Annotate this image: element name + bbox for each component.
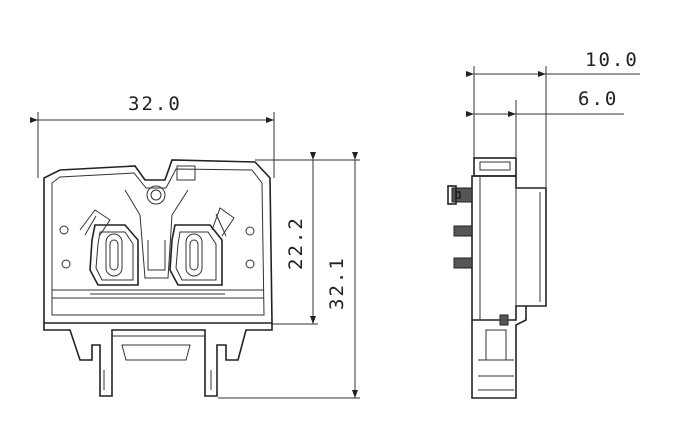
dimension-side-width-inner: 6.0 bbox=[466, 88, 624, 158]
dimension-label-side-width-inner: 6.0 bbox=[578, 88, 618, 110]
front-view bbox=[43, 159, 273, 397]
dimension-label-front-width: 32.0 bbox=[128, 93, 182, 115]
side-view bbox=[447, 157, 547, 399]
dimension-label-front-height-inner: 22.2 bbox=[285, 216, 307, 270]
dimension-front-width: 32.0 bbox=[30, 93, 275, 178]
dimension-front-height-inner: 22.2 bbox=[255, 152, 318, 325]
dimension-side-width-total: 10.0 bbox=[466, 49, 640, 188]
dimension-label-front-height-total: 32.1 bbox=[326, 256, 348, 310]
dimension-label-side-width-total: 10.0 bbox=[585, 49, 639, 71]
dimension-front-height-total: 32.1 bbox=[218, 152, 360, 399]
